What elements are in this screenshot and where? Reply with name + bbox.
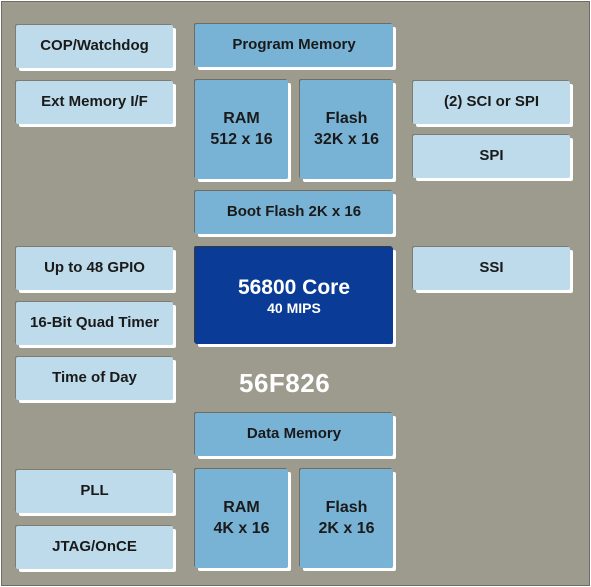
data-memory-block: Data Memory [195, 413, 393, 456]
ssi-block: SSI [413, 247, 570, 290]
ssi-label: SSI [479, 259, 504, 277]
quad-timer-block: 16-Bit Quad Timer [16, 302, 173, 345]
time-of-day-block: Time of Day [16, 357, 173, 400]
chip-name: 56F826 [239, 368, 331, 398]
program-flash-block: Flash 32K x 16 [300, 80, 393, 179]
ext-memory-if-block: Ext Memory I/F [16, 81, 173, 124]
sci-or-spi-label: (2) SCI or SPI [443, 93, 540, 111]
boot-flash-label: Boot Flash 2K x 16 [226, 203, 362, 221]
data-ram-size: 4K x 16 [213, 519, 270, 537]
data-flash-label: Flash [325, 498, 368, 516]
cop-watchdog-label: COP/Watchdog [40, 37, 149, 55]
core-title: 56800 Core [237, 275, 351, 299]
jtag-once-label: JTAG/OnCE [52, 538, 137, 556]
program-flash-size: 32K x 16 [314, 130, 379, 148]
sci-or-spi-block: (2) SCI or SPI [413, 81, 570, 124]
jtag-once-block: JTAG/OnCE [16, 526, 173, 569]
boot-flash-block: Boot Flash 2K x 16 [195, 191, 393, 234]
pll-label: PLL [80, 482, 109, 500]
data-flash-block: Flash 2K x 16 [300, 469, 393, 568]
gpio-label: Up to 48 GPIO [44, 259, 145, 277]
program-memory-block: Program Memory [195, 24, 393, 67]
quad-timer-label: 16-Bit Quad Timer [30, 314, 159, 332]
time-of-day-label: Time of Day [52, 369, 137, 387]
core-subtitle: 40 MIPS [267, 299, 321, 316]
gpio-block: Up to 48 GPIO [16, 247, 173, 290]
data-memory-label: Data Memory [246, 425, 342, 443]
data-flash-size: 2K x 16 [318, 519, 375, 537]
pll-block: PLL [16, 470, 173, 513]
core-block: 56800 Core 40 MIPS [195, 247, 393, 344]
data-ram-label: RAM [223, 498, 260, 516]
program-ram-size: 512 x 16 [210, 130, 273, 148]
program-flash-label: Flash [325, 109, 368, 127]
program-ram-block: RAM 512 x 16 [195, 80, 288, 179]
ext-memory-if-label: Ext Memory I/F [41, 93, 148, 111]
spi-block: SPI [413, 135, 570, 178]
program-memory-label: Program Memory [232, 36, 356, 54]
data-ram-block: RAM 4K x 16 [195, 469, 288, 568]
spi-label: SPI [479, 147, 504, 165]
cop-watchdog-block: COP/Watchdog [16, 25, 173, 68]
program-ram-label: RAM [223, 109, 260, 127]
